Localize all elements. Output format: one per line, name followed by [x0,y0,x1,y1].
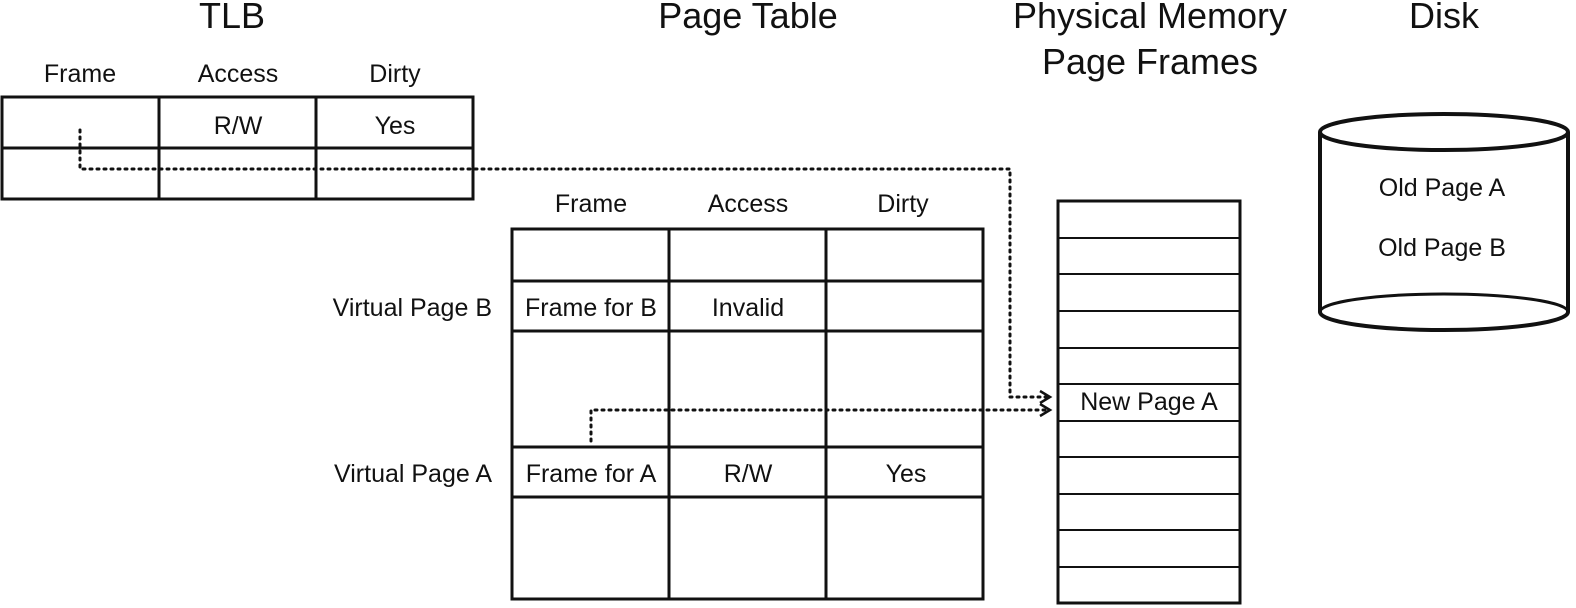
pt-cell-frame-a: Frame for A [526,460,657,488]
pt-header-access: Access [708,190,789,218]
frames-border [1056,199,1242,605]
tlb-header-frame: Frame [44,60,116,88]
page-frames-title: Page Frames [1042,41,1258,82]
page-table: Frame Access Dirty Virtual Page B Frame … [333,190,985,601]
tlb-cell-access: R/W [214,112,263,140]
tlb-table: Frame Access Dirty R/W Yes [0,60,475,201]
disk-cylinder: Old Page A Old Page B [1318,112,1570,332]
pt-cell-dirty-a: Yes [886,460,927,488]
disk-body [1318,132,1570,332]
disk-bottom-rim [1318,292,1570,313]
pagetable-pointer-line [589,408,1048,443]
pt-border [510,227,985,601]
pt-header-dirty: Dirty [877,190,929,218]
disk-item-old-page-b: Old Page B [1378,234,1506,262]
tlb-header-access: Access [198,60,279,88]
tlb-cell-dirty: Yes [375,112,416,140]
disk-item-old-page-a: Old Page A [1379,174,1506,202]
row-label-virtual-page-a: Virtual Page A [334,460,492,488]
physical-memory-title: Physical Memory [1013,0,1287,36]
tlb-title: TLB [199,0,265,36]
disk-top [1318,112,1570,152]
pt-cell-access-b: Invalid [712,294,784,322]
pt-cell-access-a: R/W [724,460,773,488]
frame-new-page-a: New Page A [1080,388,1218,416]
tlb-header-dirty: Dirty [369,60,421,88]
row-label-virtual-page-b: Virtual Page B [333,294,492,322]
pt-cell-frame-b: Frame for B [525,294,657,322]
pt-header-frame: Frame [555,190,627,218]
pagetable-to-frame-pointer [589,402,1053,443]
tlb-pointer-arrowhead [1039,389,1053,405]
disk-title: Disk [1409,0,1480,36]
pagetable-pointer-arrowhead [1039,402,1053,418]
page-table-title: Page Table [658,0,838,36]
tlb-pointer-line [78,128,1048,399]
tlb-to-frame-pointer [78,128,1053,405]
physical-memory-frames: New Page A [1056,199,1242,605]
